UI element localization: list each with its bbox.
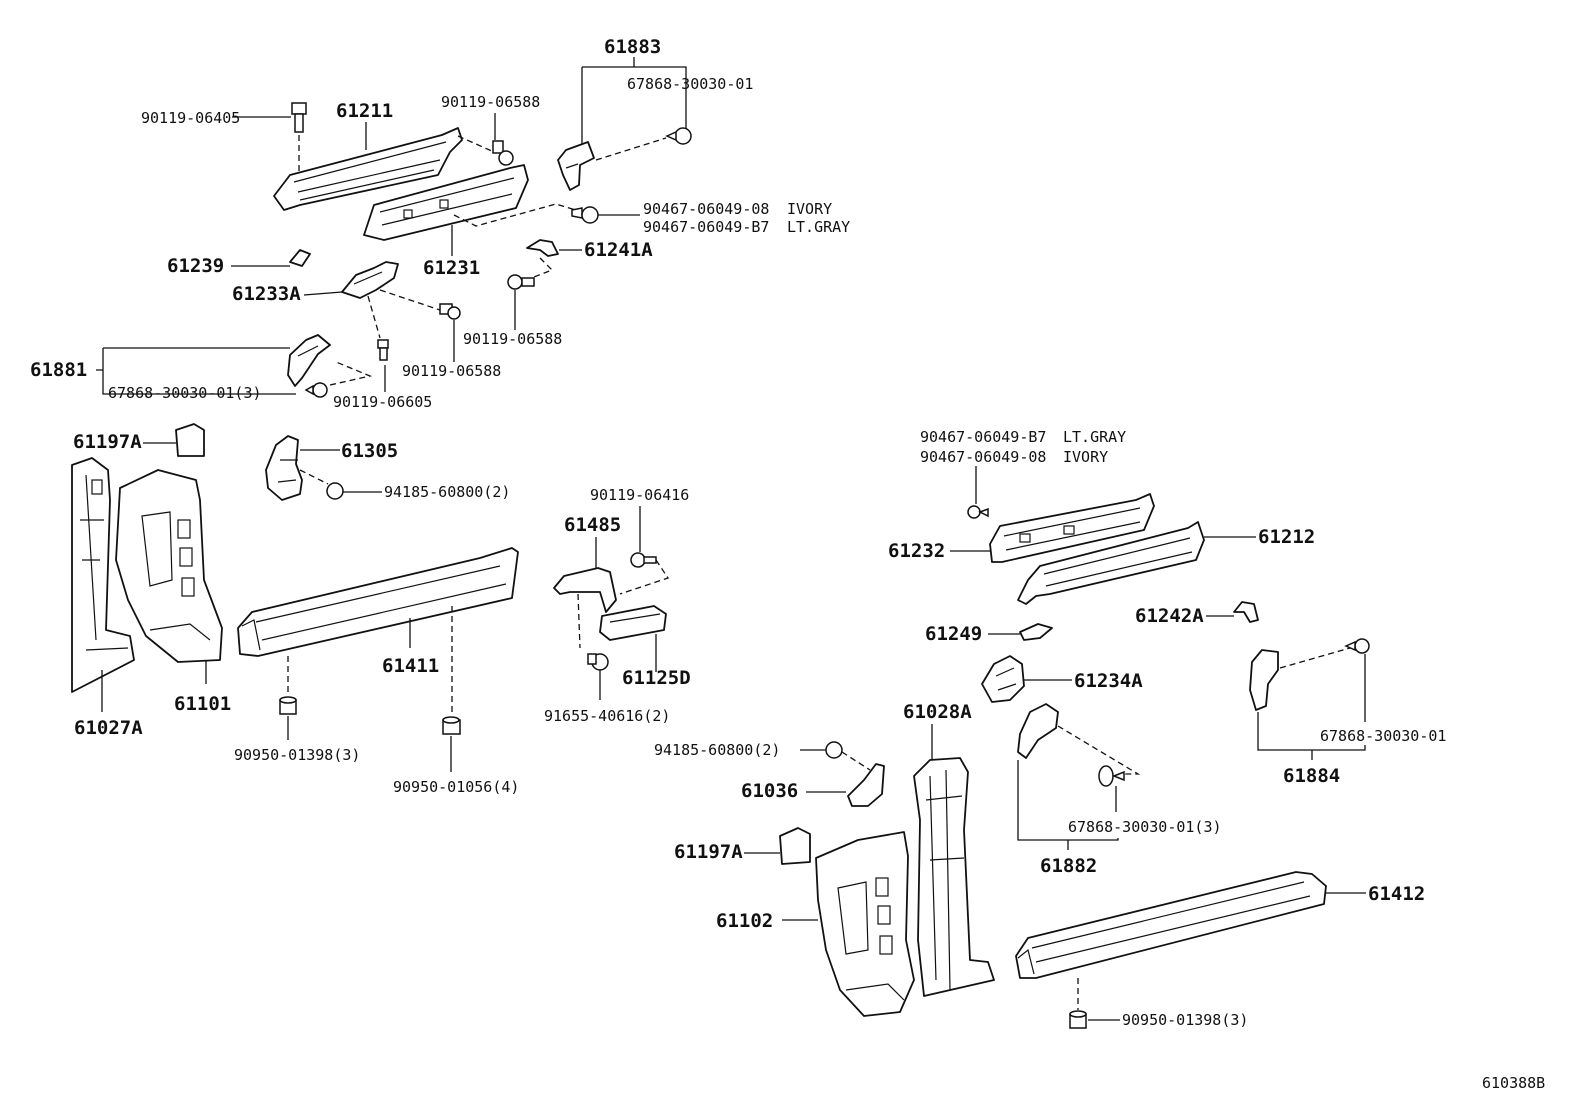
grommet-90950-01056	[442, 716, 461, 735]
part-61884-bracket	[1249, 649, 1279, 711]
label-61884: 61884	[1283, 765, 1340, 787]
part-61197A-left	[175, 423, 205, 457]
label-61212: 61212	[1258, 526, 1315, 548]
label-61101: 61101	[174, 693, 231, 715]
label-ltgray-top: LT.GRAY	[787, 218, 850, 236]
label-91655-40616-2: 91655-40616(2)	[544, 707, 670, 725]
label-61883: 61883	[604, 36, 661, 58]
part-61242A	[1233, 601, 1259, 623]
label-67868-30030-01-right: 67868-30030-01	[1320, 727, 1446, 745]
part-61883-bracket	[557, 141, 595, 191]
label-61211: 61211	[336, 100, 393, 122]
clip-90467-right	[967, 505, 989, 519]
label-90119-06588-mid: 90119-06588	[402, 362, 501, 380]
bolt-91655-40616	[587, 653, 609, 671]
label-61232: 61232	[888, 540, 945, 562]
part-61239	[289, 249, 311, 267]
label-90119-06416: 90119-06416	[590, 486, 689, 504]
label-61881: 61881	[30, 359, 87, 381]
part-61485-bracket	[553, 567, 617, 613]
label-ivory-right: IVORY	[1063, 448, 1108, 466]
label-ltgray-right: LT.GRAY	[1063, 428, 1126, 446]
part-61102-panel	[815, 831, 915, 1017]
label-61882: 61882	[1040, 855, 1097, 877]
label-94185-60800-2-left: 94185-60800(2)	[384, 483, 510, 501]
part-61125D	[599, 605, 667, 641]
clip-67868-top	[665, 127, 692, 145]
bolt-90119-06588-top	[492, 140, 514, 166]
clip-67868-right	[1344, 638, 1370, 654]
label-61241A: 61241A	[584, 239, 653, 261]
nut-94185-left	[326, 482, 344, 500]
label-90119-06605: 90119-06605	[333, 393, 432, 411]
label-61102: 61102	[716, 910, 773, 932]
clip-90467-top	[571, 206, 599, 224]
part-61412-rocker	[1015, 871, 1327, 979]
grommet-90950-01398-left	[279, 696, 297, 715]
label-90950-01398-3-right: 90950-01398(3)	[1122, 1011, 1248, 1029]
clip-67868-left	[304, 382, 328, 398]
part-61232-rail	[989, 493, 1155, 563]
label-61027A: 61027A	[74, 717, 143, 739]
label-61305: 61305	[341, 440, 398, 462]
part-61241A	[526, 239, 559, 257]
label-90119-06588-top: 90119-06588	[441, 93, 540, 111]
label-61249: 61249	[925, 623, 982, 645]
label-67868-30030-01-top: 67868-30030-01	[627, 75, 753, 93]
part-61305	[265, 435, 303, 501]
part-61101-panel	[115, 469, 223, 663]
label-61028A: 61028A	[903, 701, 972, 723]
bolt-90119-06605	[377, 339, 389, 361]
part-61212-rail	[1017, 521, 1205, 605]
label-61231: 61231	[423, 257, 480, 279]
grommet-90950-01398-right	[1069, 1010, 1087, 1029]
label-61197A-left: 61197A	[73, 431, 142, 453]
bolt-90119-06405	[291, 102, 307, 133]
label-90950-01398-3-left: 90950-01398(3)	[234, 746, 360, 764]
clip-67868-mid	[1098, 765, 1125, 787]
part-61249	[1019, 623, 1053, 641]
part-61234A	[981, 655, 1025, 703]
label-94185-60800-2-right: 94185-60800(2)	[654, 741, 780, 759]
label-90467-06049-b7-right: 90467-06049-B7	[920, 428, 1046, 446]
part-61411-rocker	[237, 547, 519, 657]
label-61125D: 61125D	[622, 667, 691, 689]
label-61233A: 61233A	[232, 283, 301, 305]
nut-94185-right	[825, 741, 843, 759]
label-61197A-bottom: 61197A	[674, 841, 743, 863]
label-61036: 61036	[741, 780, 798, 802]
label-67868-30030-01-3-mid: 67868-30030-01(3)	[1068, 818, 1222, 836]
label-90467-06049-b7-top: 90467-06049-B7	[643, 218, 769, 236]
label-67868-30030-01-3-top: 67868-30030-01(3)	[108, 384, 262, 402]
part-61036	[847, 763, 885, 807]
label-61234A: 61234A	[1074, 670, 1143, 692]
label-61239: 61239	[167, 255, 224, 277]
part-61231-rail	[363, 164, 529, 241]
part-61233A	[341, 261, 399, 299]
part-61027A-pillar	[71, 457, 135, 693]
label-61485: 61485	[564, 514, 621, 536]
label-61412: 61412	[1368, 883, 1425, 905]
label-90950-01056-4: 90950-01056(4)	[393, 778, 519, 796]
part-61881-bracket	[287, 334, 331, 387]
part-61882-bracket	[1017, 703, 1059, 759]
label-90119-06588-right: 90119-06588	[463, 330, 562, 348]
diagram-code: 610388B	[1482, 1074, 1545, 1092]
label-61242A: 61242A	[1135, 605, 1204, 627]
bolt-90119-06416	[630, 552, 657, 568]
part-61197A-bottom	[779, 827, 811, 865]
part-61211-rail	[273, 127, 463, 211]
part-61028A-pillar	[913, 757, 995, 997]
label-90467-06049-08-top: 90467-06049-08	[643, 200, 769, 218]
label-61411: 61411	[382, 655, 439, 677]
bolt-90119-06588-mid	[439, 303, 461, 320]
bolt-90119-06588-right	[507, 274, 535, 290]
label-90119-06405: 90119-06405	[141, 109, 240, 127]
label-90467-06049-08-right: 90467-06049-08	[920, 448, 1046, 466]
label-ivory-top: IVORY	[787, 200, 832, 218]
